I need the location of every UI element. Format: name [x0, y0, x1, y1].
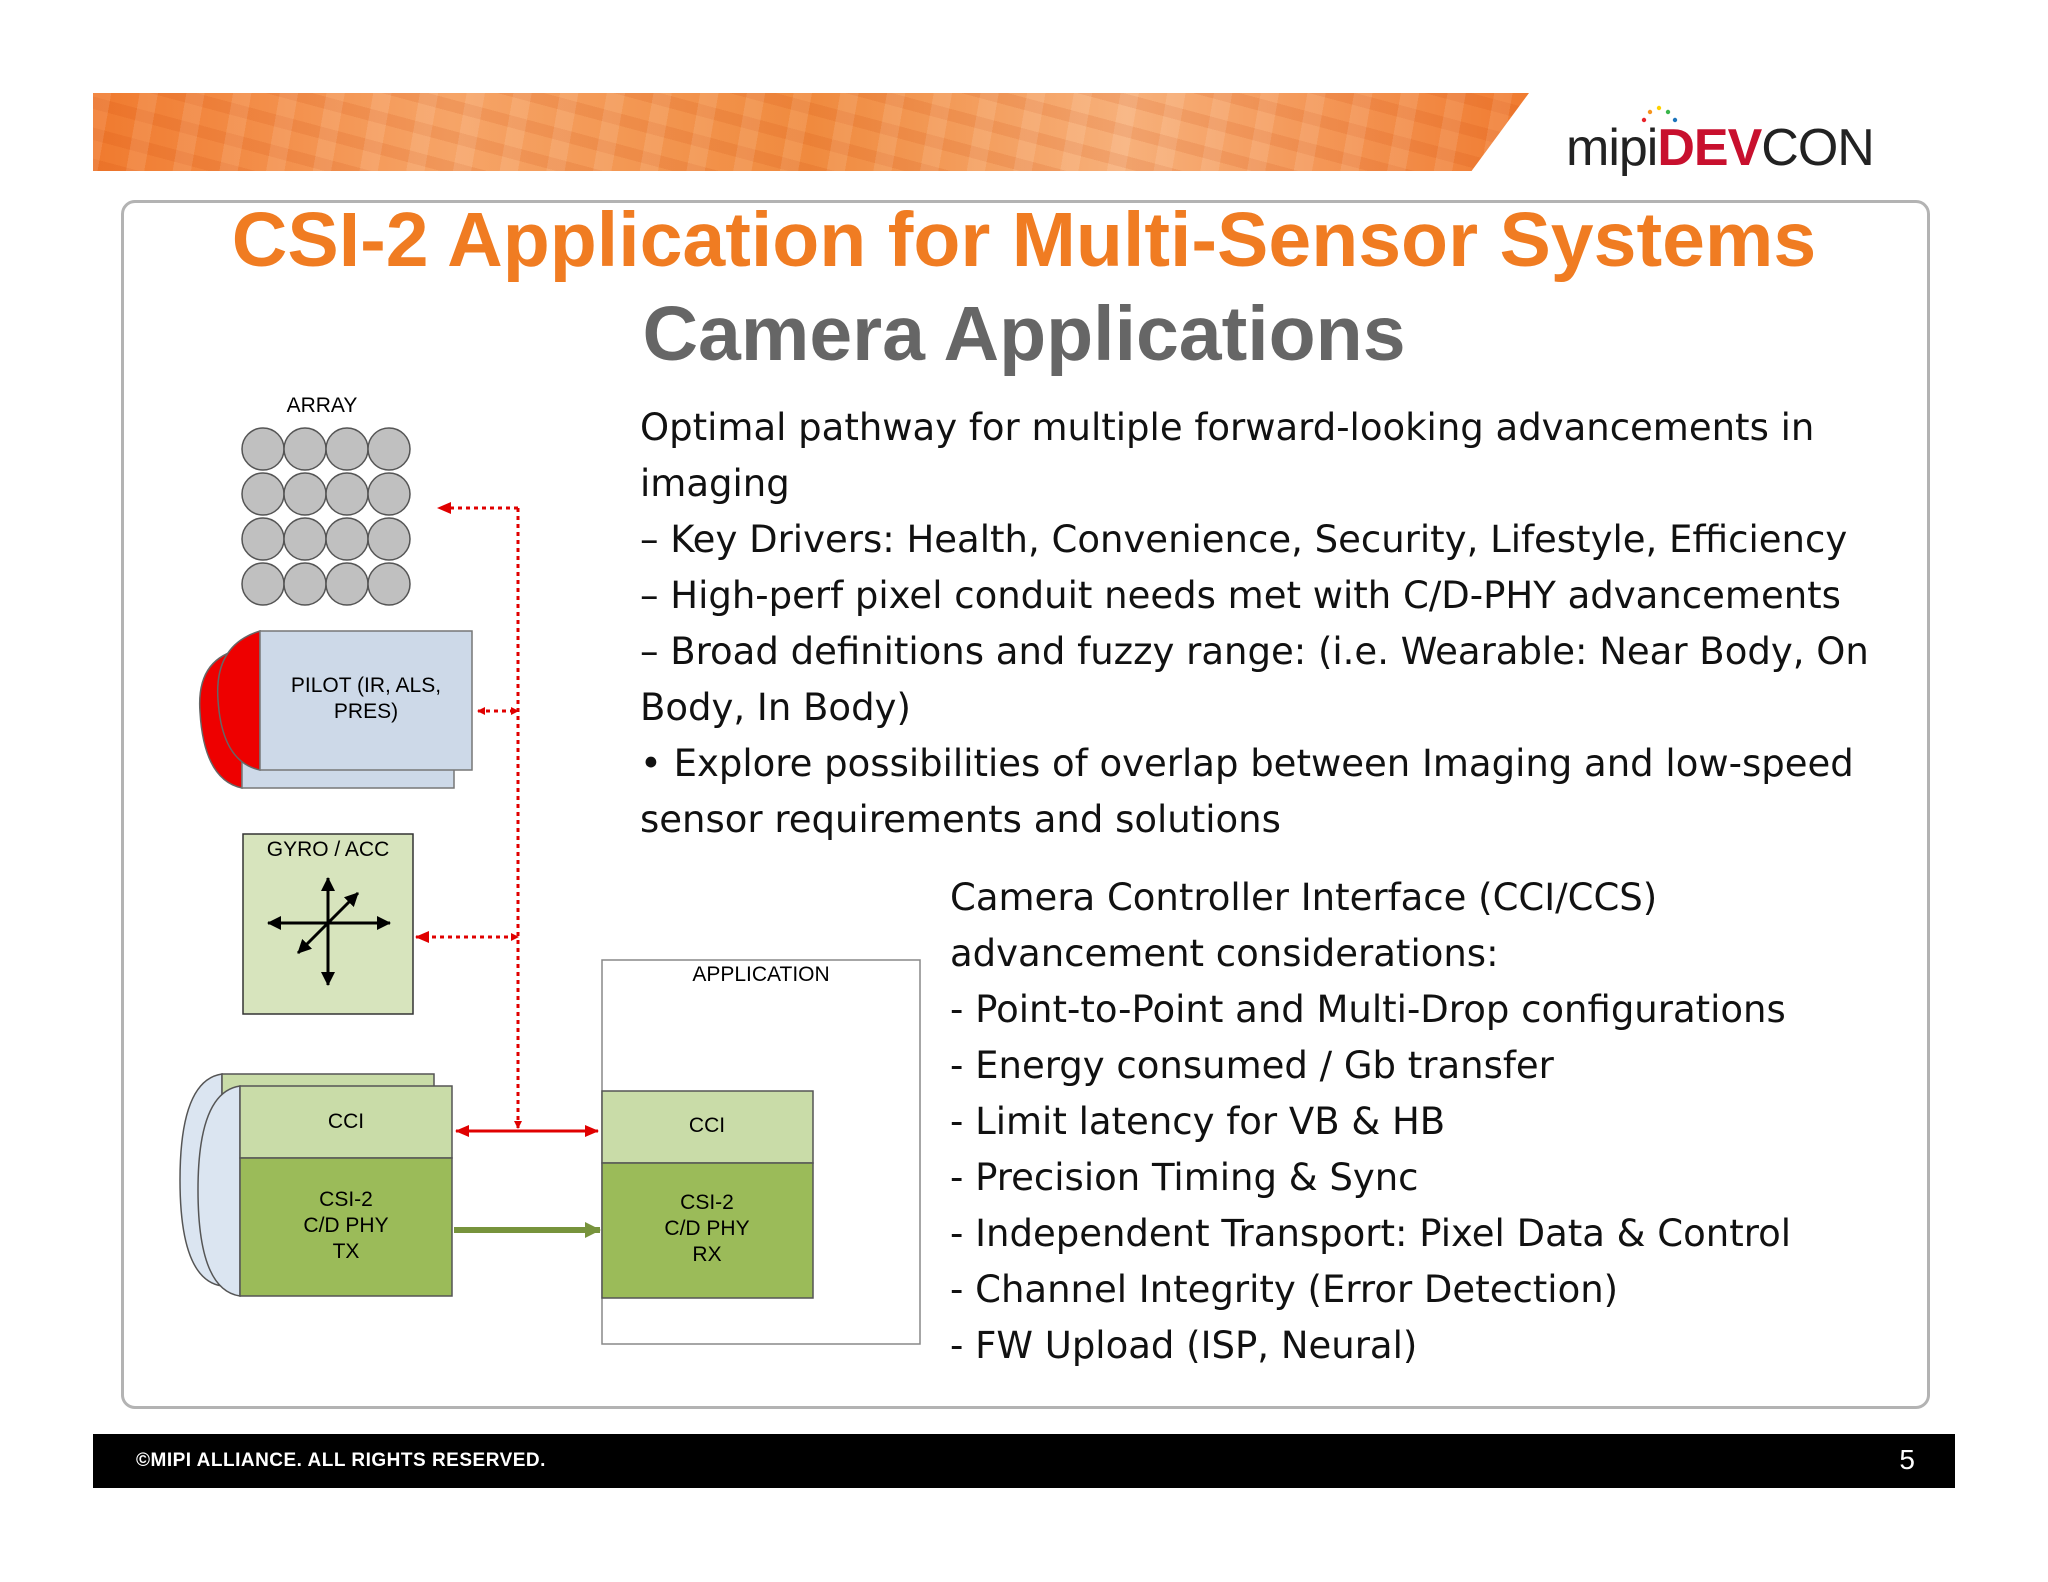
bullet-line: - Channel Integrity (Error Detection)	[950, 1268, 1619, 1311]
rx-phy-line2: C/D PHY	[664, 1217, 749, 1240]
tx-phy-line3: TX	[333, 1240, 360, 1263]
page-number: 5	[1899, 1444, 1915, 1475]
page-subtitle: Camera Applications	[642, 291, 1406, 377]
bullet-line: imaging	[640, 462, 790, 505]
bullet-line: - Limit latency for VB & HB	[950, 1100, 1446, 1143]
logo-con: CON	[1761, 119, 1875, 177]
sensor-array	[241, 427, 411, 606]
array-label: ARRAY	[287, 394, 358, 417]
mipi-devcon-logo: mipiDEVCON	[1566, 118, 1875, 178]
logo-dots-icon	[1641, 105, 1678, 123]
bullet-line: - FW Upload (ISP, Neural)	[950, 1324, 1418, 1367]
application-label: APPLICATION	[692, 963, 829, 986]
tx-phy-line1: CSI-2	[319, 1188, 373, 1211]
bullet-line: Body, In Body)	[640, 686, 911, 729]
control-bus	[415, 502, 522, 1129]
bullet-line: - Point-to-Point and Multi-Drop configur…	[950, 988, 1786, 1031]
rx-phy-line1: CSI-2	[680, 1191, 734, 1214]
bullet-line: advancement considerations:	[950, 932, 1499, 975]
application-block: APPLICATION CCI CSI-2 C/D PHY RX	[601, 959, 921, 1345]
gyro-label: GYRO / ACC	[267, 838, 390, 861]
bullet-line: Optimal pathway for multiple forward-loo…	[640, 406, 1815, 449]
gyro-sensor: GYRO / ACC	[242, 833, 414, 1015]
logo-dev: DEV	[1657, 119, 1762, 177]
header-banner	[93, 93, 1529, 171]
bullet-line: • Explore possibilities of overlap betwe…	[640, 742, 1854, 785]
tx-cci-label: CCI	[328, 1110, 364, 1133]
pilot-sensor: PILOT (IR, ALS, PRES)	[198, 629, 473, 789]
bullet-line: - Energy consumed / Gb transfer	[950, 1044, 1554, 1087]
page-title: CSI-2 Application for Multi-Sensor Syste…	[231, 197, 1817, 283]
footer-bar: ©MIPI ALLIANCE. ALL RIGHTS RESERVED. 5	[93, 1434, 1955, 1488]
bullets-top: Optimal pathway for multiple forward-loo…	[640, 400, 1869, 848]
logo-mipi: mipi	[1566, 119, 1658, 177]
bullet-line: – Key Drivers: Health, Convenience, Secu…	[640, 518, 1848, 561]
copyright-text: ©MIPI ALLIANCE. ALL RIGHTS RESERVED.	[136, 1450, 546, 1471]
bullet-line: – High-perf pixel conduit needs met with…	[640, 574, 1841, 617]
bullet-line: - Precision Timing & Sync	[950, 1156, 1419, 1199]
bullet-line: Camera Controller Interface (CCI/CCS)	[950, 876, 1658, 919]
tx-phy-line2: C/D PHY	[303, 1214, 388, 1237]
bullet-line: – Broad definitions and fuzzy range: (i.…	[640, 630, 1869, 673]
bullet-line: - Independent Transport: Pixel Data & Co…	[950, 1212, 1792, 1255]
pilot-label-line1: PILOT (IR, ALS,	[291, 674, 441, 697]
bullet-line: sensor requirements and solutions	[640, 798, 1281, 841]
pilot-label-line2: PRES)	[334, 700, 398, 723]
rx-phy-line3: RX	[692, 1243, 721, 1266]
bullets-cci: Camera Controller Interface (CCI/CCS) ad…	[950, 870, 1791, 1374]
rx-cci-label: CCI	[689, 1114, 725, 1137]
camera-tx-module: CCI CSI-2 C/D PHY TX	[179, 1073, 453, 1297]
